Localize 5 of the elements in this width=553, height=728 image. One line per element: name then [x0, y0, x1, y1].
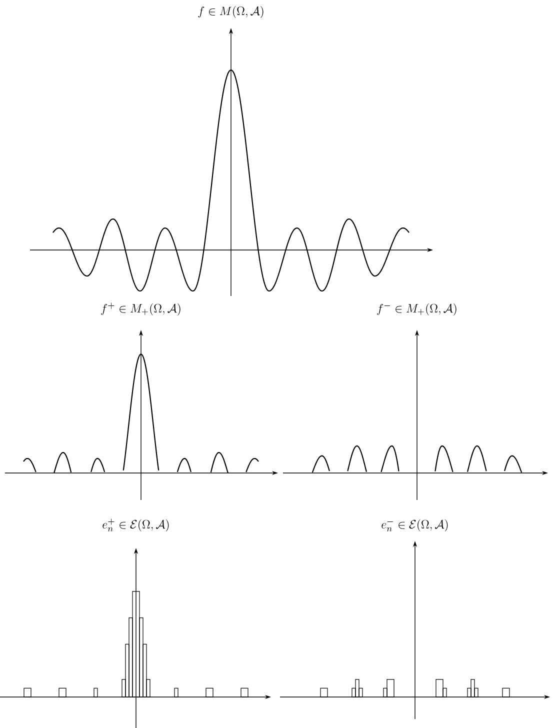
plot-title: $f^- \in M_+(\Omega,\mathcal{A})$	[377, 303, 456, 316]
plot-title: $f \in M(\Omega,\mathcal{A})$	[198, 6, 264, 18]
plot-title: $e_n^+ \in \mathcal{E}(\Omega,\mathcal{A})$	[102, 518, 169, 532]
plot-title: $f^+ \in M_+(\Omega,\mathcal{A})$	[101, 302, 180, 316]
plot-title: $e_n^- \in \mathcal{E}(\Omega,\mathcal{A})$	[382, 519, 448, 532]
